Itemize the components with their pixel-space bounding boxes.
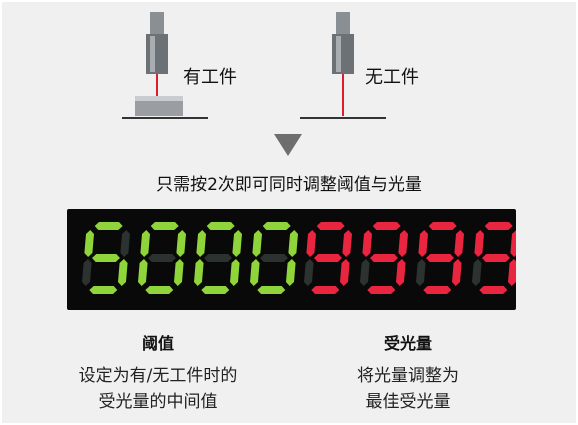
light-amount-digit-1-segment-g	[314, 254, 342, 262]
light-amount-digit-4-segment-g	[482, 254, 510, 262]
light-amount-digit-1-segment-c	[340, 259, 350, 286]
threshold-digit-1-segment-d	[89, 286, 118, 294]
light-amount-digit-2-segment-b	[398, 230, 408, 257]
threshold-digit-2-segment-c	[174, 259, 184, 286]
light-amount-digit-4-segment-a	[484, 222, 513, 230]
threshold-digit-4-segment-d	[257, 286, 286, 294]
threshold-digit-1-segment-b	[120, 230, 130, 257]
light-amount-description: 将光量调整为 最佳受光量	[328, 363, 488, 415]
threshold-digit-4-segment-f	[252, 230, 262, 257]
threshold-description: 设定为有/无工件时的 受光量的中间值	[48, 363, 268, 415]
threshold-digit-3-segment-g	[204, 254, 232, 262]
sensor-body	[332, 34, 354, 74]
threshold-digit-3-segment-b	[232, 230, 242, 257]
light-amount-digit-2-segment-e	[360, 259, 370, 286]
light-amount-title: 受光量	[383, 334, 432, 353]
threshold-digit-3-segment-f	[196, 230, 206, 257]
down-arrow-icon	[274, 134, 302, 156]
light-amount-desc-line2: 最佳受光量	[365, 392, 451, 412]
threshold-digit-2-segment-a	[150, 222, 179, 230]
light-amount-digit-4-segment-c	[508, 259, 516, 286]
threshold-digit-4-segment-b	[288, 230, 298, 257]
threshold-digit-1-segment-e	[82, 259, 92, 286]
sensor-with-workpiece-illustration	[122, 12, 208, 119]
sensor-body	[146, 34, 168, 74]
threshold-digit-2-segment-e	[138, 259, 148, 286]
light-amount-digit-4-segment-f	[474, 230, 484, 257]
light-amount-digit-3-segment-g	[426, 254, 454, 262]
threshold-desc-line1: 设定为有/无工件时的	[78, 366, 238, 386]
with-workpiece-label: 有工件	[183, 67, 237, 88]
threshold-digit-4-segment-e	[250, 259, 260, 286]
threshold-digit-3-segment-c	[230, 259, 240, 286]
light-amount-digit-2-segment-d	[367, 286, 396, 294]
threshold-digit-2-segment-f	[140, 230, 150, 257]
threshold-digit-4-segment-c	[286, 259, 296, 286]
light-amount-desc-line1: 将光量调整为	[357, 366, 459, 386]
light-amount-digit-1-segment-a	[316, 222, 345, 230]
sensor-head	[336, 12, 350, 34]
threshold-digit-3-segment-a	[206, 222, 235, 230]
light-amount-digit-3-segment-a	[428, 222, 457, 230]
light-amount-digit-4-segment-d	[479, 286, 508, 294]
sensor-without-workpiece-illustration	[300, 12, 386, 119]
light-amount-digit-4-segment-e	[472, 259, 482, 286]
threshold-digit-1-segment-g	[92, 254, 120, 262]
display-digits	[82, 222, 516, 294]
light-amount-digit-1-segment-f	[306, 230, 316, 257]
threshold-digit-2-segment-b	[176, 230, 186, 257]
light-amount-digit-2-segment-c	[396, 259, 406, 286]
seven-segment-display	[67, 209, 516, 310]
caption: 只需按2次即可同时调整阈值与光量	[156, 175, 422, 195]
light-amount-digit-1-segment-d	[311, 286, 340, 294]
light-amount-digit-2-segment-f	[362, 230, 372, 257]
sensor-head	[150, 12, 164, 34]
threshold-digit-3-segment-d	[201, 286, 230, 294]
threshold-digit-2-segment-d	[145, 286, 174, 294]
light-amount-digit-1-segment-e	[304, 259, 314, 286]
threshold-digit-1-segment-a	[94, 222, 123, 230]
light-amount-digit-2-segment-a	[372, 222, 401, 230]
light-amount-digit-4-segment-b	[510, 230, 516, 257]
threshold-digit-4-segment-a	[262, 222, 291, 230]
without-workpiece-label: 无工件	[365, 67, 419, 88]
light-amount-digit-1-segment-b	[342, 230, 352, 257]
threshold-digit-4-segment-g	[260, 254, 288, 262]
threshold-title: 阈值	[141, 334, 174, 353]
light-amount-digit-3-segment-c	[452, 259, 462, 286]
threshold-digit-2-segment-g	[148, 254, 176, 262]
threshold-digit-1-segment-f	[84, 230, 94, 257]
light-amount-digit-3-segment-f	[418, 230, 428, 257]
light-amount-digit-3-segment-d	[423, 286, 452, 294]
threshold-desc-line2: 受光量的中间值	[98, 392, 218, 412]
threshold-digit-3-segment-e	[194, 259, 204, 286]
light-amount-digit-2-segment-g	[370, 254, 398, 262]
light-amount-digit-3-segment-b	[454, 230, 464, 257]
threshold-digit-1-segment-c	[118, 259, 128, 286]
light-amount-digit-3-segment-e	[416, 259, 426, 286]
